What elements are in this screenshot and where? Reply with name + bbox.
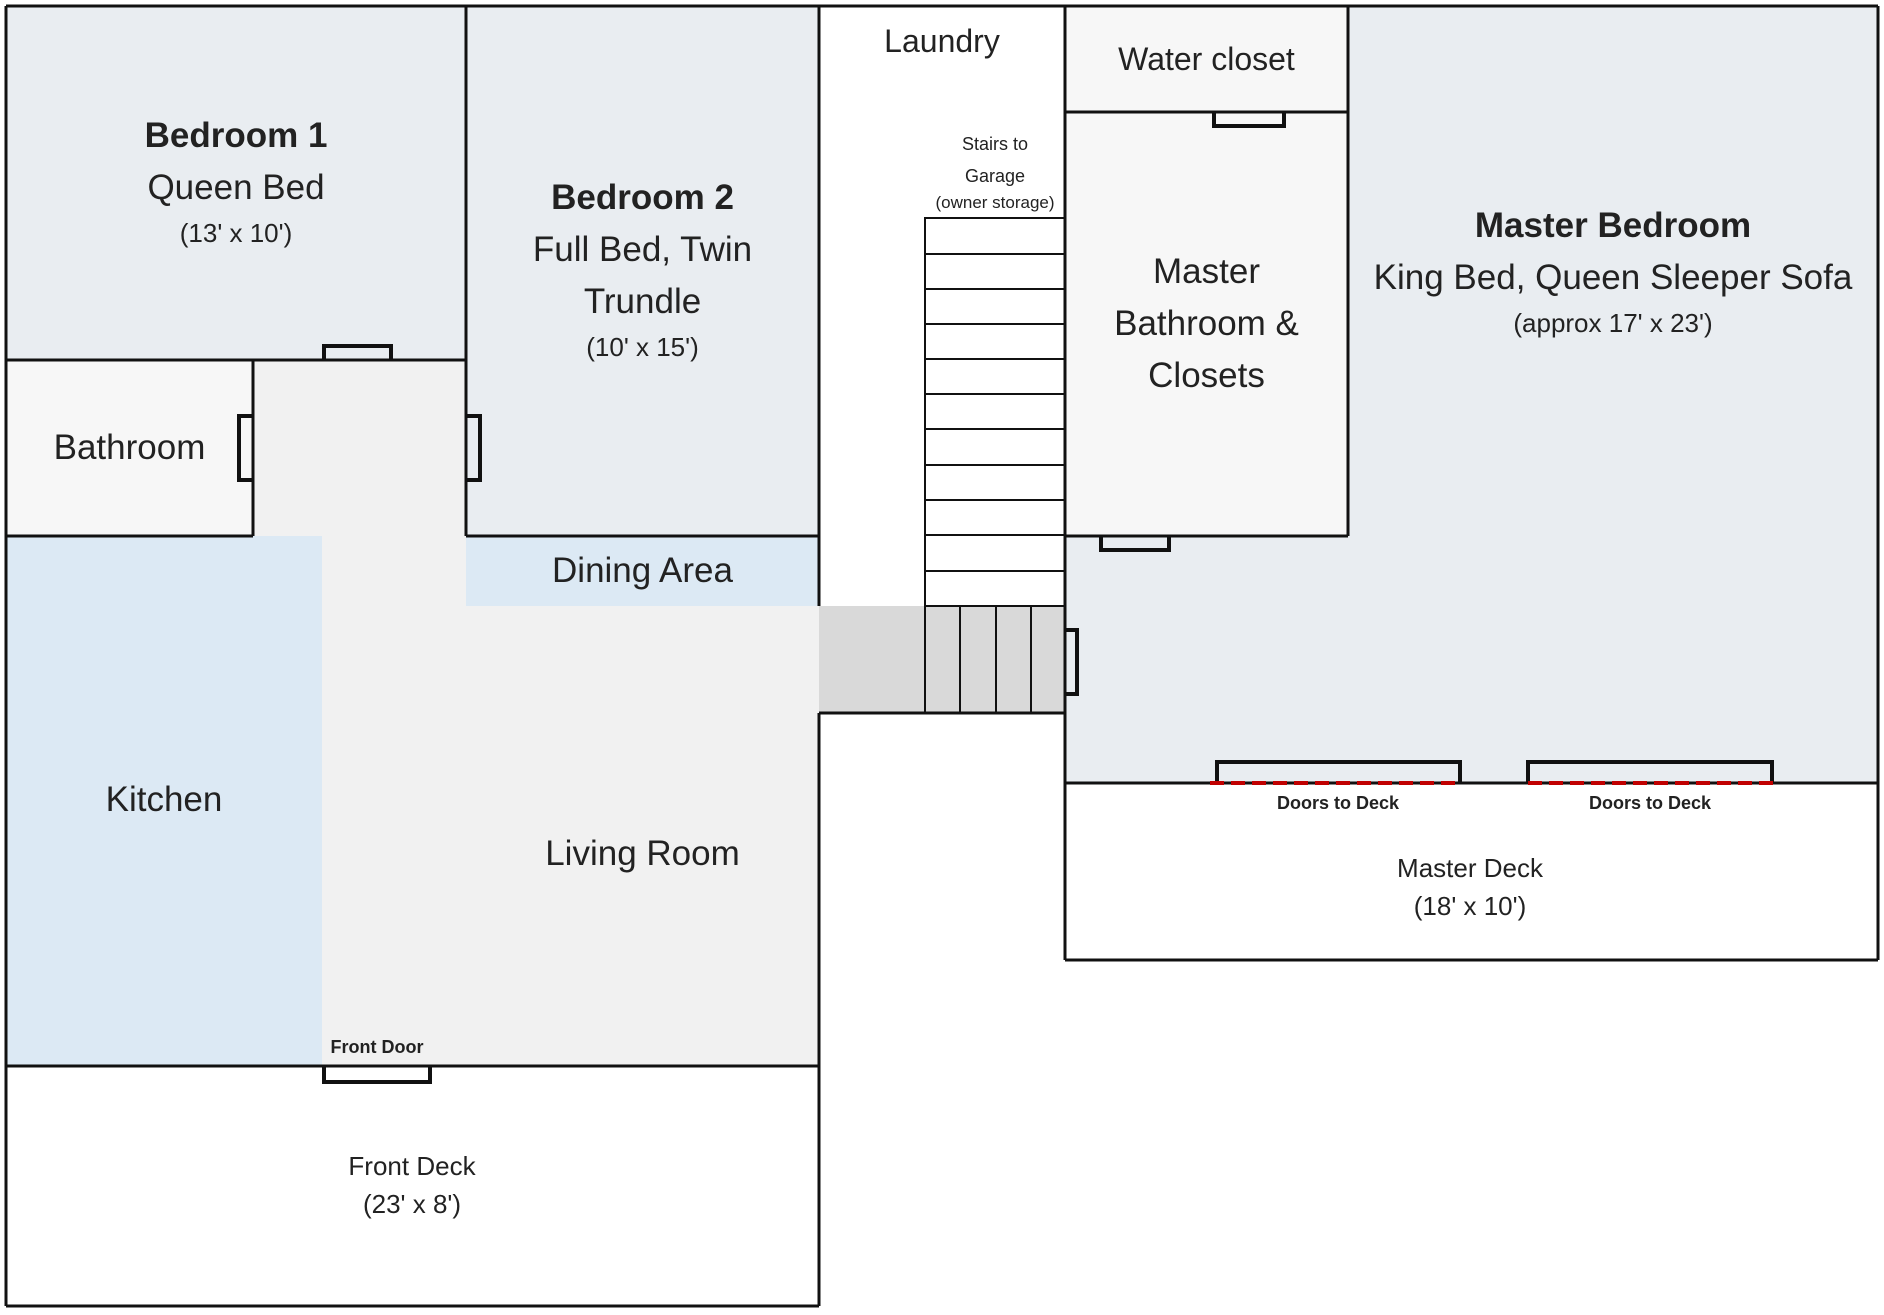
master-bedroom-lower-area — [1065, 536, 1878, 783]
front-deck-size: (23' x 8') — [362, 1189, 462, 1219]
dining-area-label: Dining Area — [552, 551, 733, 590]
door-bedroom-1 — [322, 344, 393, 360]
stair-treads — [924, 217, 1066, 607]
master-bedroom-label: Master Bedroom King Bed, Queen Sleeper S… — [1348, 200, 1878, 342]
door-water-closet — [1212, 112, 1286, 128]
stairs-line3: (owner storage) — [935, 193, 1055, 212]
door-master-bath — [1099, 536, 1171, 552]
front-deck-name: Front Deck — [348, 1151, 476, 1181]
master-bath-line1: Master — [1153, 252, 1260, 291]
bedroom-1-bed: Queen Bed — [147, 168, 325, 207]
bedroom-1-name: Bedroom 1 — [144, 116, 328, 155]
bedroom-1-area — [6, 6, 466, 360]
master-bath-area — [1065, 112, 1348, 536]
master-bath-line2: Bathroom & — [1114, 304, 1299, 343]
deck-door-right-label: Doors to Deck — [1588, 793, 1712, 813]
front-door-label: Front Door — [330, 1037, 424, 1057]
master-deck-label: Master Deck (18' x 10') — [1270, 849, 1670, 925]
living-room-label: Living Room — [545, 834, 740, 873]
master-bedroom-bed: King Bed, Queen Sleeper Sofa — [1373, 258, 1853, 297]
door-master-bedroom — [1065, 628, 1079, 696]
laundry-label: Laundry — [884, 23, 1000, 59]
door-deck-right — [1526, 760, 1774, 783]
bedroom-1-label: Bedroom 1 Queen Bed (13' x 10') — [36, 110, 436, 252]
bedroom-2-bed-line1: Full Bed, Twin — [532, 230, 753, 269]
master-deck-name: Master Deck — [1397, 853, 1543, 883]
bedroom-2-area — [466, 6, 819, 536]
door-bathroom — [237, 414, 253, 482]
walls — [4, 4, 1880, 1308]
kitchen-area — [6, 536, 322, 1066]
master-bedroom-size: (approx 17' x 23') — [1513, 308, 1713, 338]
kitchen-label: Kitchen — [105, 780, 223, 819]
master-bath-label: Master Bathroom & Closets — [1065, 246, 1348, 402]
bedroom-1-size: (13' x 10') — [179, 218, 293, 248]
bedroom-2-bed-line2: Trundle — [583, 282, 702, 321]
stairs-label: Stairs to Garage (owner storage) — [919, 128, 1071, 214]
interior-doors — [237, 112, 1774, 1084]
master-bedroom-name: Master Bedroom — [1474, 206, 1752, 245]
landing-area — [819, 606, 1065, 713]
bedroom-2-label: Bedroom 2 Full Bed, Twin Trundle (10' x … — [466, 172, 819, 366]
bedroom-2-name: Bedroom 2 — [551, 178, 734, 217]
bedroom-2-size: (10' x 15') — [586, 332, 699, 362]
master-bedroom-area — [1348, 6, 1878, 536]
bathroom-area — [6, 360, 253, 536]
hall-area — [253, 360, 466, 536]
water-closet-label: Water closet — [1118, 41, 1295, 77]
deck-door-left-label: Doors to Deck — [1276, 793, 1400, 813]
landing-treads — [924, 606, 1032, 713]
front-deck-label: Front Deck (23' x 8') — [212, 1147, 612, 1223]
master-bath-line3: Closets — [1148, 356, 1265, 395]
master-deck-size: (18' x 10') — [1413, 891, 1527, 921]
door-front — [322, 1066, 432, 1084]
stairs-line2: Garage — [964, 166, 1026, 186]
door-bedroom-2 — [466, 414, 482, 482]
water-closet-area — [1065, 6, 1348, 112]
dining-area — [466, 536, 819, 606]
bathroom-label: Bathroom — [53, 428, 206, 467]
door-deck-left — [1215, 760, 1462, 783]
stairs-line1: Stairs to — [961, 134, 1029, 154]
